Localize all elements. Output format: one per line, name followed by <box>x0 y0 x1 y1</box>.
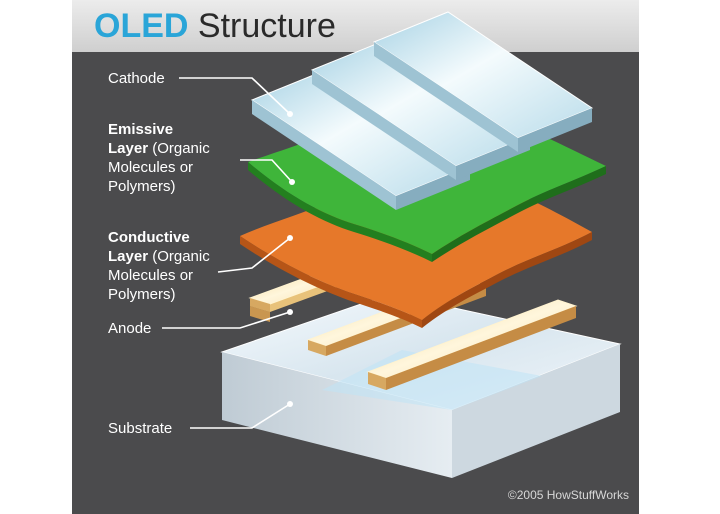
label-cathode: Cathode <box>108 70 165 87</box>
label-emissive: Emissive Layer (Organic Molecules or Pol… <box>108 120 210 196</box>
title-band: OLED Structure <box>72 0 639 52</box>
diagram-panel: OLED Structure <box>72 0 639 514</box>
leader-lines <box>162 77 293 429</box>
conductive-leader <box>217 237 291 273</box>
conductive-line-4: Polymers) <box>108 286 176 303</box>
conductive-rest-1: (Organic <box>148 248 210 265</box>
title-rest: Structure <box>197 7 336 45</box>
substrate-leader <box>190 403 291 429</box>
emissive-line-4: Polymers) <box>108 178 176 195</box>
emissive-leader <box>240 159 293 183</box>
emissive-bold-2: Layer <box>108 140 149 157</box>
copyright-notice: ©2005 HowStuffWorks <box>507 488 629 502</box>
emissive-bold-1: Emissive <box>108 121 174 138</box>
emissive-rest-1: (Organic <box>148 140 210 157</box>
cathode-leader <box>179 77 291 115</box>
label-substrate: Substrate <box>108 420 173 437</box>
label-anode: Anode <box>108 320 152 337</box>
diagram-title: OLED Structure <box>94 6 336 46</box>
conductive-bold-2: Layer <box>108 248 149 265</box>
cathode-layer <box>250 11 594 210</box>
label-conductive: Conductive Layer (Organic Molecules or P… <box>108 228 210 304</box>
conductive-bold-1: Conductive <box>108 229 190 246</box>
oled-layer-illustration <box>162 11 622 478</box>
leader-dots <box>287 111 295 407</box>
emissive-line-3: Molecules or <box>108 159 194 176</box>
conductive-line-3: Molecules or <box>108 267 194 284</box>
anode-leader <box>162 311 291 329</box>
title-brand: OLED <box>94 7 189 45</box>
